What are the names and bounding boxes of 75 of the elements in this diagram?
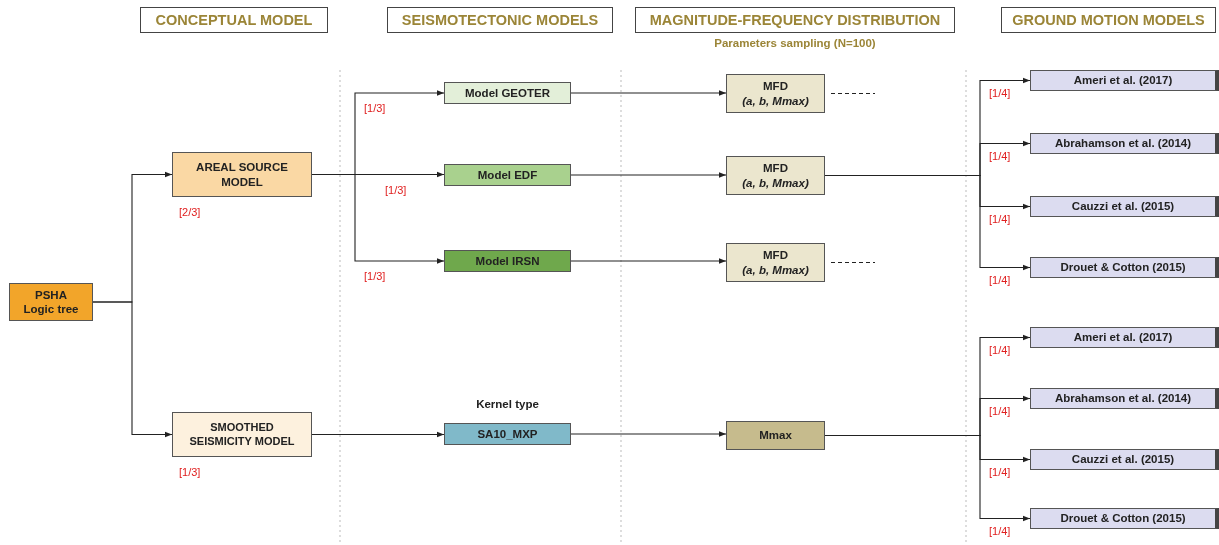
box-label: Abrahamson et al. (2014) (1054, 136, 1192, 151)
process-box (1030, 196, 1219, 217)
box-label: Mmax (759, 428, 792, 443)
box-label: Cauzzi et al. (2015) (1071, 199, 1175, 214)
box-label: Model GEOTER (465, 85, 550, 101)
box-label: SMOOTHED SEISMICITY MODEL (188, 420, 296, 449)
process-box (1030, 257, 1219, 278)
column-header-box (387, 7, 613, 33)
arrow (92, 301, 173, 438)
process-box (1030, 327, 1219, 348)
edge-label: [1/3] (363, 270, 387, 282)
process-box (726, 243, 825, 282)
edge-label: [1/4] (988, 212, 1012, 225)
process-box (726, 156, 825, 195)
column-header-box (140, 7, 328, 33)
edge-label: [1/4] (988, 343, 1012, 356)
parameter-text: (a, b, Mmax) (742, 175, 809, 190)
box-label: Model EDF (477, 167, 538, 183)
arrow (570, 172, 727, 178)
box-label: MFD (763, 248, 788, 263)
column-header-box (635, 7, 955, 33)
parameter-text: (a, b, Mmax) (742, 93, 809, 108)
process-box (444, 82, 571, 104)
arrow (824, 174, 1031, 271)
process-box (9, 283, 93, 321)
dashed-line (830, 92, 876, 95)
process-box (1030, 388, 1219, 409)
arrow (570, 258, 727, 264)
process-box (172, 152, 312, 197)
process-box (1030, 70, 1219, 91)
box-label: MFD (763, 161, 788, 176)
parameter-text: (a, b, Mmax) (742, 262, 809, 277)
edge-label: [1/3] (384, 183, 408, 196)
box-label: PSHA Logic tree (22, 287, 80, 317)
edge-label: [1/4] (988, 404, 1012, 417)
arrow (570, 431, 727, 437)
column-heading: MAGNITUDE-FREQUENCY DISTRIBUTION (649, 10, 941, 30)
arrow (570, 90, 727, 96)
box-label: Ameri et al. (2017) (1073, 330, 1173, 345)
edge-label: [1/4] (988, 524, 1012, 537)
edge-label: [2/3] (178, 205, 202, 218)
edge-label: [1/4] (988, 86, 1012, 99)
dashed-line (830, 261, 876, 264)
edge-label: [1/4] (988, 149, 1012, 162)
process-box (1030, 449, 1219, 470)
annotation: Kernel type (475, 398, 540, 410)
subtitle: Parameters sampling (N=100) (713, 37, 877, 49)
process-box (726, 421, 825, 450)
edge-label: [1/4] (988, 273, 1012, 286)
process-box (726, 74, 825, 113)
column-heading: CONCEPTUAL MODEL (155, 10, 313, 30)
process-box (1030, 133, 1219, 154)
arrow (311, 431, 445, 438)
column-heading: SEISMOTECTONIC MODELS (401, 10, 599, 30)
box-label: Drouet & Cotton (2015) (1060, 511, 1186, 526)
process-box (444, 423, 571, 445)
column-heading: GROUND MOTION MODELS (1012, 10, 1205, 30)
edge-label: [1/3] (363, 102, 387, 114)
process-box (444, 164, 571, 186)
column-header-box (1001, 7, 1216, 33)
process-box (1030, 508, 1219, 529)
box-label: Abrahamson et al. (2014) (1054, 391, 1192, 406)
box-label: SA10_MXP (477, 426, 538, 442)
box-label: MFD (763, 79, 788, 94)
box-label: Model IRSN (475, 253, 540, 269)
box-label: Cauzzi et al. (2015) (1071, 452, 1175, 467)
process-box (172, 412, 312, 457)
process-box (444, 250, 571, 272)
box-label: Drouet & Cotton (2015) (1060, 260, 1186, 275)
box-label: AREAL SOURCE MODEL (195, 160, 289, 189)
edge-label: [1/4] (988, 465, 1012, 478)
arrow (311, 173, 445, 264)
edge-label: [1/3] (178, 465, 202, 478)
box-label: Ameri et al. (2017) (1073, 73, 1173, 88)
arrow (824, 434, 1031, 522)
